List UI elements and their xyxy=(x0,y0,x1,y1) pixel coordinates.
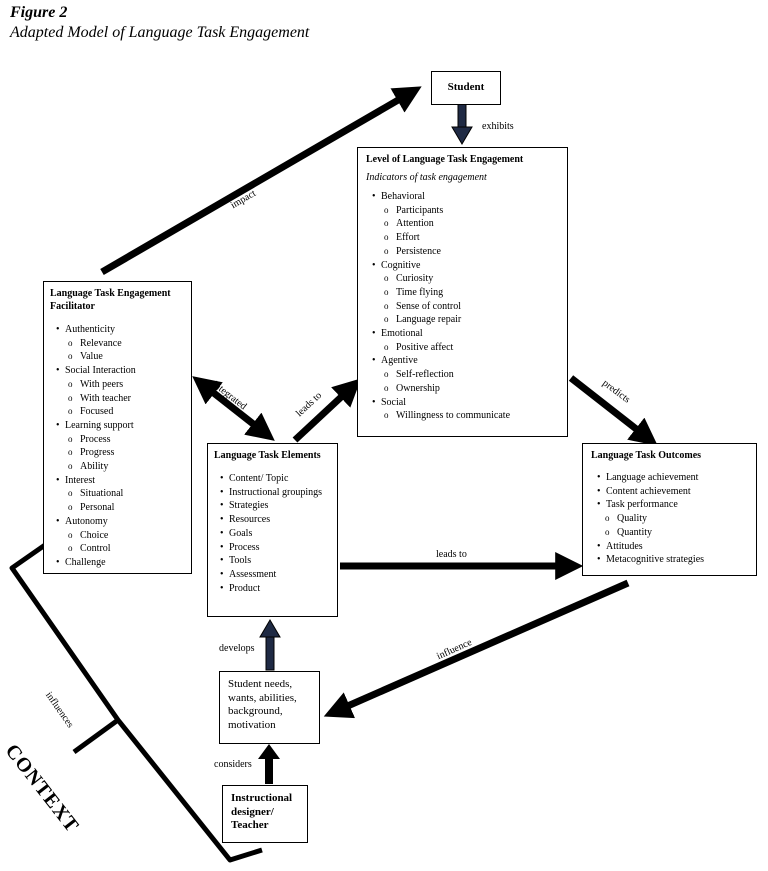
predicts-arrow xyxy=(568,375,658,446)
list-item: Control xyxy=(68,542,185,556)
facilitator-box: Language Task Engagement Facilitator Aut… xyxy=(43,281,192,574)
exhibits-label: exhibits xyxy=(482,121,514,132)
list-item: Resources xyxy=(220,513,331,527)
list-item: Challenge xyxy=(56,556,185,570)
list-item: Quality xyxy=(605,512,748,526)
facilitator-title: Language Task Engagement Facilitator xyxy=(50,288,171,312)
impact-arrow xyxy=(100,86,422,276)
elements-box: Language Task Elements Content/ Topic In… xyxy=(207,443,338,617)
list-item: Personal xyxy=(68,501,185,515)
list-item: Learning support Process Progress Abilit… xyxy=(56,419,185,474)
outcomes-title: Language Task Outcomes xyxy=(591,450,702,461)
elements-list: Content/ Topic Instructional groupings S… xyxy=(214,472,331,595)
list-item: Task performance Quality Quantity xyxy=(597,498,748,539)
list-item: Agentive Self-reflection Ownership xyxy=(372,354,559,395)
list-item: Curiosity xyxy=(384,272,559,286)
integrated-arrow xyxy=(192,376,275,441)
list-item: Attention xyxy=(384,217,559,231)
list-item: Value xyxy=(68,350,185,364)
list-item: Process xyxy=(68,433,185,447)
list-item: Ability xyxy=(68,460,185,474)
develops-arrow xyxy=(259,619,281,671)
list-item: Willingness to communicate xyxy=(384,409,559,423)
engagement-title: Level of Language Task Engagement xyxy=(366,154,524,165)
considers-arrow xyxy=(258,744,280,784)
list-item: With teacher xyxy=(68,392,185,406)
student-title: Student xyxy=(447,81,485,93)
figure-label: Figure 2 xyxy=(10,4,68,21)
list-item: Authenticity Relevance Value xyxy=(56,323,185,364)
facilitator-list: Authenticity Relevance Value Social Inte… xyxy=(50,323,185,570)
list-item: With peers xyxy=(68,378,185,392)
list-item: Self-reflection xyxy=(384,368,559,382)
list-item: Social Willingness to communicate xyxy=(372,396,559,423)
exhibits-arrow xyxy=(451,103,473,145)
outcomes-list: Language achievement Content achievement… xyxy=(591,471,748,567)
list-item: Persistence xyxy=(384,245,559,259)
list-item: Content achievement xyxy=(597,485,748,499)
list-item: Social Interaction With peers With teach… xyxy=(56,364,185,419)
list-item: Positive affect xyxy=(384,341,559,355)
list-item: Choice xyxy=(68,529,185,543)
list-item: Time flying xyxy=(384,286,559,300)
needs-text: Student needs, wants, abilities, backgro… xyxy=(228,678,297,731)
list-item: Metacognitive strategies xyxy=(597,553,748,567)
designer-box: Instructional designer/ Teacher xyxy=(222,785,308,843)
list-item: Participants xyxy=(384,204,559,218)
list-item: Situational xyxy=(68,487,185,501)
list-item: Ownership xyxy=(384,382,559,396)
list-item: Tools xyxy=(220,554,331,568)
influence-arrow xyxy=(323,579,630,719)
engagement-box: Level of Language Task Engagement Indica… xyxy=(357,147,568,437)
leads-to-lower-label: leads to xyxy=(436,549,467,560)
list-item: Autonomy Choice Control xyxy=(56,515,185,556)
engagement-subtitle: Indicators of task engagement xyxy=(366,172,487,183)
list-item: Quantity xyxy=(605,526,748,540)
list-item: Relevance xyxy=(68,337,185,351)
list-item: Cognitive Curiosity Time flying Sense of… xyxy=(372,259,559,328)
designer-text: Instructional designer/ Teacher xyxy=(231,792,293,831)
engagement-list: Behavioral Participants Attention Effort… xyxy=(366,190,559,423)
develops-label: develops xyxy=(219,643,255,654)
list-item: Product xyxy=(220,582,331,596)
list-item: Language achievement xyxy=(597,471,748,485)
list-item: Effort xyxy=(384,231,559,245)
list-item: Focused xyxy=(68,405,185,419)
leads-to-upper-arrow xyxy=(292,378,362,443)
student-box: Student xyxy=(431,71,501,105)
list-item: Interest Situational Personal xyxy=(56,474,185,515)
list-item: Goals xyxy=(220,527,331,541)
needs-box: Student needs, wants, abilities, backgro… xyxy=(219,671,320,744)
list-item: Sense of control xyxy=(384,300,559,314)
list-item: Assessment xyxy=(220,568,331,582)
elements-title: Language Task Elements xyxy=(214,450,321,461)
list-item: Attitudes xyxy=(597,540,748,554)
list-item: Process xyxy=(220,541,331,555)
list-item: Content/ Topic xyxy=(220,472,331,486)
list-item: Strategies xyxy=(220,499,331,513)
list-item: Emotional Positive affect xyxy=(372,327,559,354)
context-bracket-stem xyxy=(72,717,120,755)
figure-title: Adapted Model of Language Task Engagemen… xyxy=(10,24,310,41)
considers-label: considers xyxy=(214,759,252,770)
list-item: Behavioral Participants Attention Effort… xyxy=(372,190,559,259)
outcomes-box: Language Task Outcomes Language achievem… xyxy=(582,443,757,576)
list-item: Progress xyxy=(68,446,185,460)
list-item: Language repair xyxy=(384,313,559,327)
list-item: Instructional groupings xyxy=(220,486,331,500)
